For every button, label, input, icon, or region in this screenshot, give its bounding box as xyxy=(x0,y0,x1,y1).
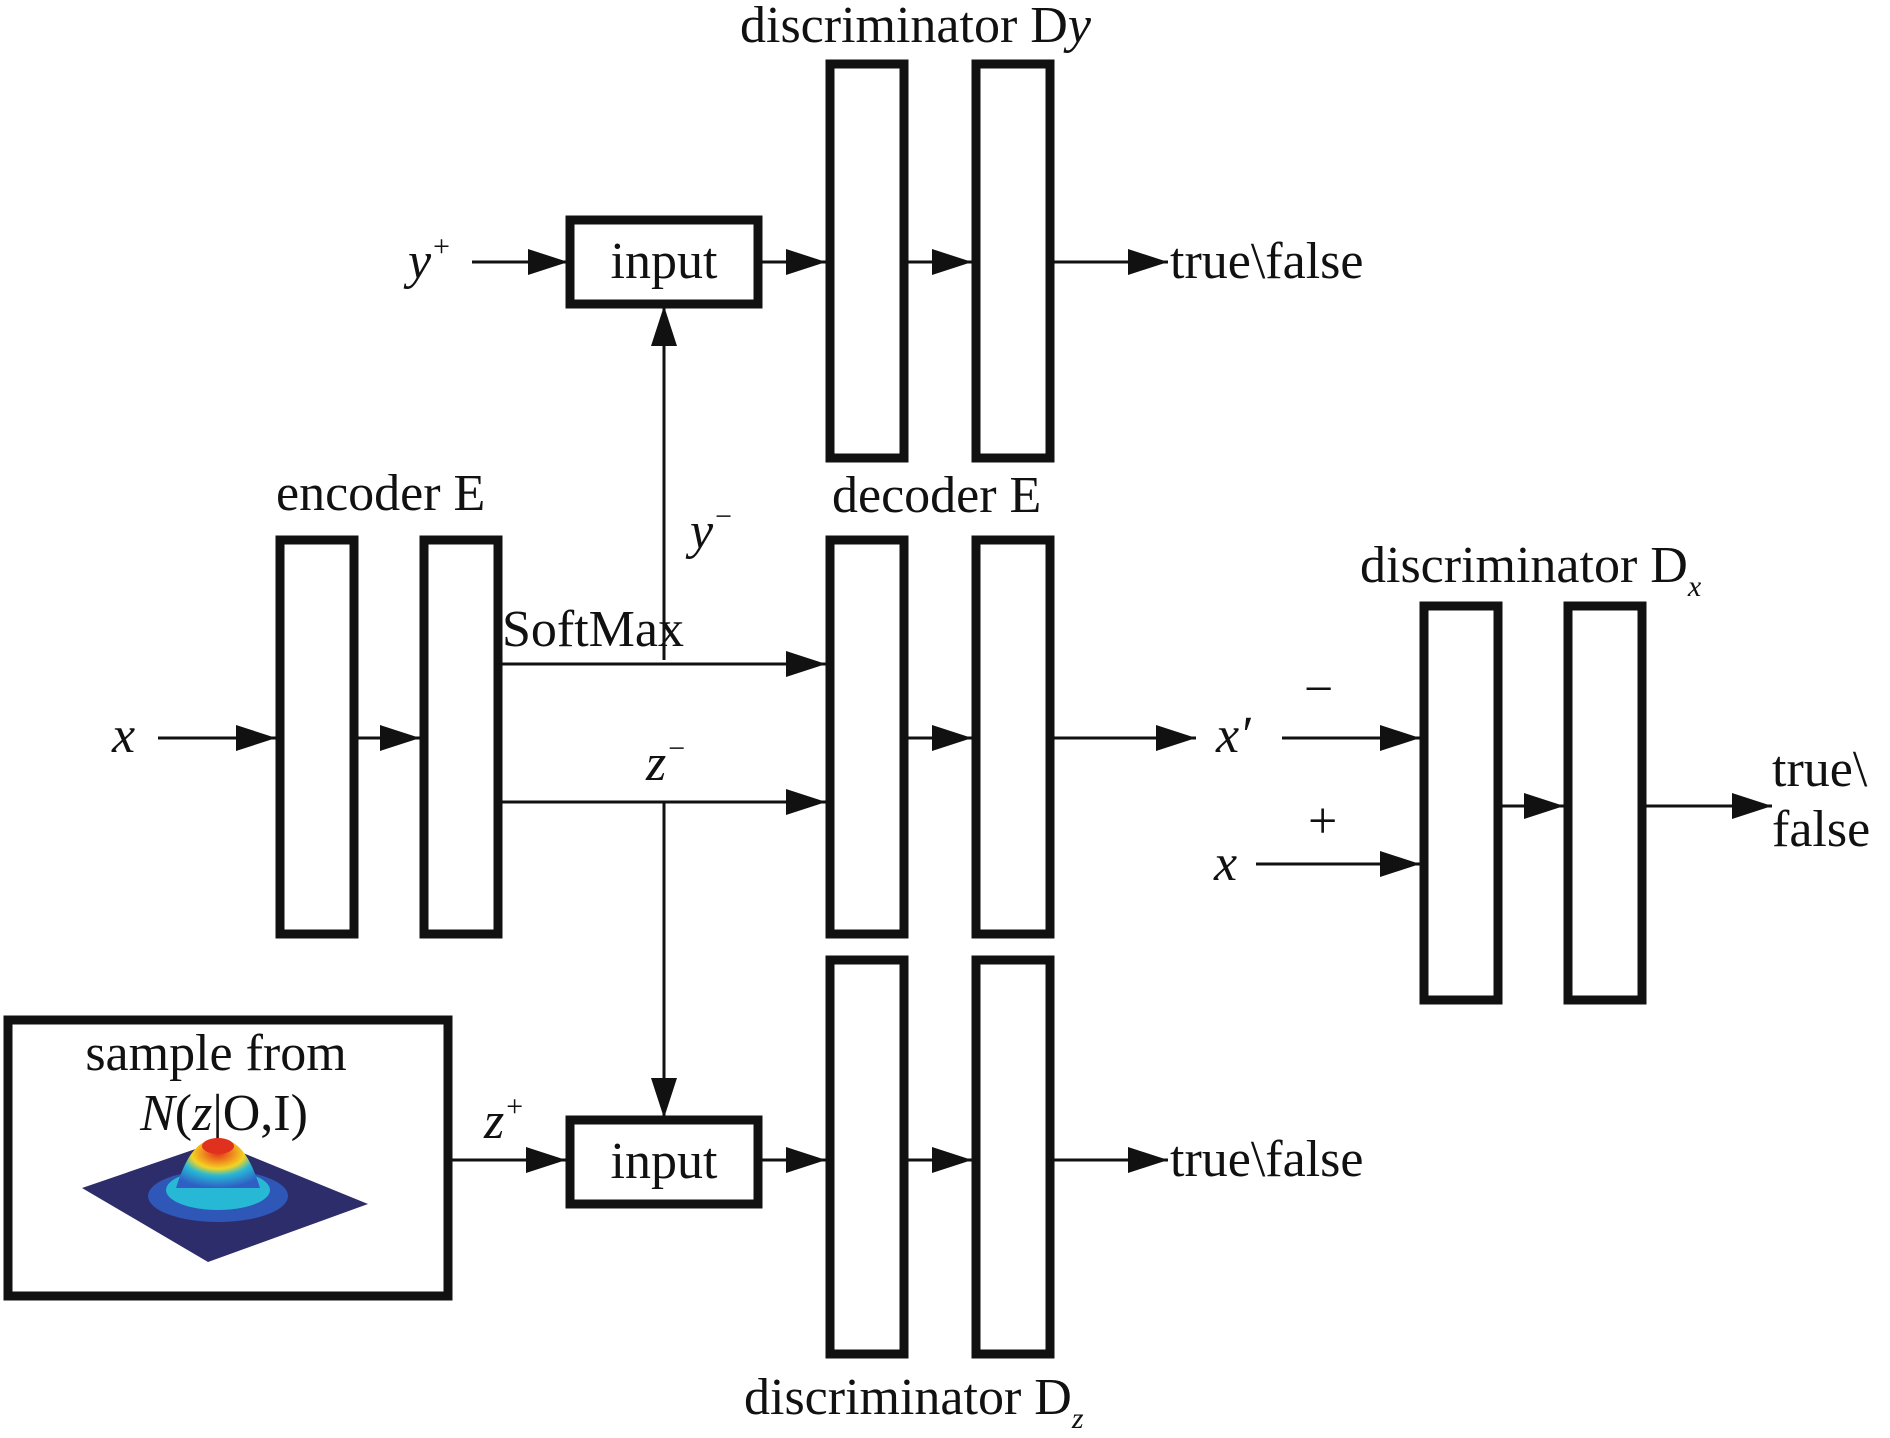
decoder-layer-2 xyxy=(971,535,1055,939)
x-prime-label: x′ xyxy=(1215,707,1252,764)
discriminator-dy-layer-2 xyxy=(971,59,1055,463)
discriminator-dx-layer-2 xyxy=(1563,601,1647,1005)
softmax-label: SoftMax xyxy=(502,601,684,658)
input-top-label: input xyxy=(611,233,718,290)
dx-output-true: true\ xyxy=(1772,741,1868,798)
y-minus-label: y− xyxy=(685,500,733,560)
discriminator-dz-layer-1 xyxy=(825,955,909,1359)
z-plus-label: z+ xyxy=(483,1090,525,1150)
input-box-bottom xyxy=(565,1115,763,1209)
dz-output-label: true\false xyxy=(1170,1131,1363,1188)
discriminator-dy-layer-1 xyxy=(825,59,909,463)
dx-output-false: false xyxy=(1772,801,1870,858)
encoder-layer-2 xyxy=(419,535,503,939)
discriminator-dx-label: discriminator Dx xyxy=(1360,537,1702,603)
encoder-label: encoder E xyxy=(276,465,485,522)
decoder-layer-1 xyxy=(825,535,909,939)
sample-box xyxy=(3,1015,453,1301)
x-input-label: x xyxy=(111,707,135,764)
decoder-label: decoder E xyxy=(832,467,1041,524)
input-bottom-label: input xyxy=(611,1133,718,1190)
gaussian-surface-plot xyxy=(82,1138,368,1262)
encoder-layer-1 xyxy=(275,535,359,939)
sample-label-line1: sample from xyxy=(85,1025,346,1082)
discriminator-dz-layer-2 xyxy=(971,955,1055,1359)
z-minus-label: z− xyxy=(645,732,687,792)
discriminator-dz-label: discriminator Dz xyxy=(744,1369,1084,1435)
minus-sign: − xyxy=(1304,661,1333,718)
x-real-label: x xyxy=(1213,835,1237,892)
dy-output-label: true\false xyxy=(1170,233,1363,290)
plus-sign: + xyxy=(1308,793,1337,850)
discriminator-dy-label: discriminator Dy xyxy=(740,0,1092,54)
y-plus-label: y+ xyxy=(403,230,451,290)
sample-label-line2: N(z|O,I) xyxy=(139,1085,308,1142)
discriminator-dx-layer-1 xyxy=(1419,601,1503,1005)
